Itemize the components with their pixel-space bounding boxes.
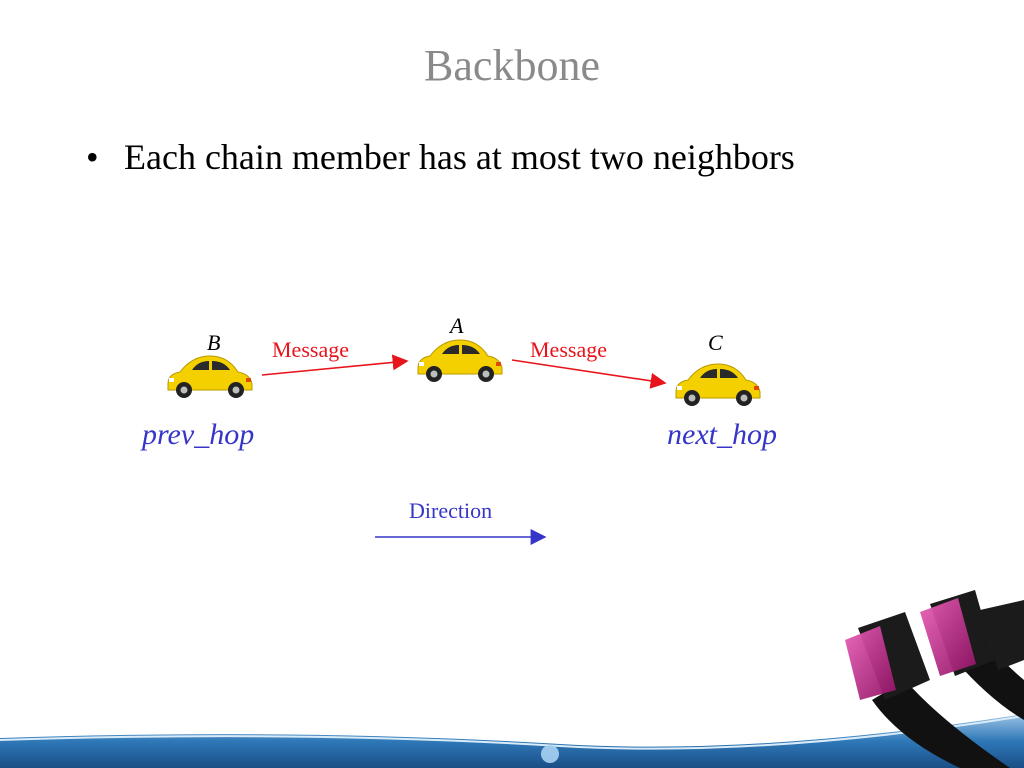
next-hop-label: next_hop [667, 418, 777, 451]
prev-hop-label: prev_hop [142, 418, 255, 451]
network-cable-icon [845, 590, 1024, 768]
node-label-c: C [708, 330, 723, 355]
bullet-item: • Each chain member has at most two neigh… [86, 136, 795, 178]
direction-label: Direction [409, 498, 493, 523]
bullet-dot: • [86, 137, 99, 177]
node-label-b: B [207, 330, 221, 355]
message-label-2: Message [530, 337, 607, 362]
message-arrow-b-to-a [261, 354, 409, 376]
slide-title: Backbone [424, 41, 600, 90]
bullet-text: Each chain member has at most two neighb… [124, 137, 795, 177]
node-label-a: A [450, 313, 464, 338]
message-label-1: Message [272, 337, 349, 362]
bottom-banner [0, 714, 1024, 768]
message-arrow-a-to-c [511, 359, 667, 389]
